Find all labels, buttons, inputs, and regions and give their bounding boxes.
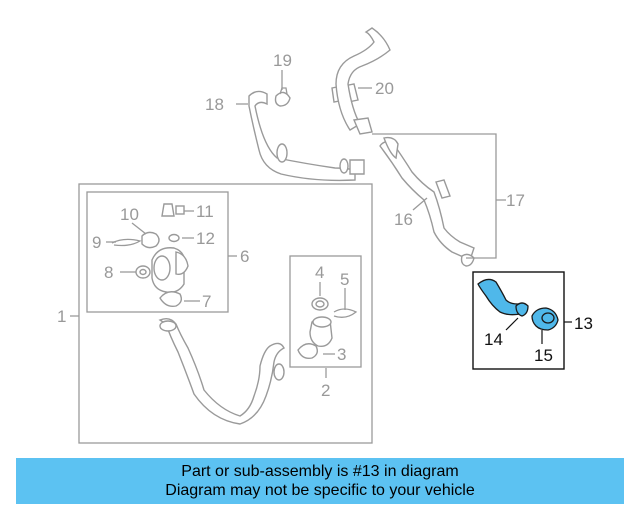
banner-background (16, 458, 624, 504)
assembly-box-6 (86, 191, 229, 313)
part-10-clip (141, 231, 160, 249)
assembly-box-1 (78, 183, 373, 444)
part-11-sensor (161, 203, 185, 217)
callout-12: 12 (196, 229, 215, 248)
part-5-clip (333, 308, 358, 318)
callout-19: 19 (273, 51, 292, 70)
callout-15: 15 (534, 346, 553, 365)
banner-line-2: Diagram may not be specific to your vehi… (165, 482, 475, 499)
part-2-fitting (309, 316, 333, 348)
callout-11: 11 (196, 202, 214, 221)
callout-13: 13 (574, 314, 593, 333)
part-18-hose (248, 90, 365, 182)
callout-6: 6 (240, 247, 249, 266)
callout-8: 8 (104, 263, 113, 282)
part-16-pipe (379, 136, 475, 267)
callout-14: 14 (484, 330, 503, 349)
callout-2: 2 (321, 381, 330, 400)
callout-20: 20 (375, 79, 394, 98)
banner-line-1: Part or sub-assembly is #13 in diagram (181, 463, 459, 480)
callout-5: 5 (340, 270, 349, 289)
leader-lines (70, 70, 572, 378)
part-13-hose-highlighted (477, 278, 521, 316)
part-upper-return-hose (335, 27, 391, 135)
callout-10: 10 (120, 205, 139, 224)
part-lower-hose (158, 317, 285, 425)
part-4-seal (311, 297, 329, 311)
callout-7: 7 (202, 292, 211, 311)
part-3-clamp (297, 343, 319, 360)
part-12-oring (168, 233, 180, 243)
part-8-oring (135, 265, 151, 279)
part-15-elbow-highlighted (531, 307, 559, 331)
part-14-clamp-highlighted (515, 302, 529, 317)
part-6-housing (151, 247, 189, 294)
callout-18: 18 (205, 95, 224, 114)
callout-3: 3 (337, 345, 346, 364)
callout-16: 16 (394, 210, 413, 229)
part-7-clamp (159, 291, 183, 308)
callout-17: 17 (506, 191, 525, 210)
assembly-box-13 (472, 271, 565, 370)
part-9-clip (111, 238, 142, 247)
part-19-clamp (274, 87, 291, 107)
callout-4: 4 (315, 263, 324, 282)
info-banner: Part or sub-assembly is #13 in diagram D… (16, 458, 624, 504)
callout-9: 9 (92, 233, 101, 252)
callout-1: 1 (57, 307, 66, 326)
assembly-box-2 (289, 255, 362, 368)
